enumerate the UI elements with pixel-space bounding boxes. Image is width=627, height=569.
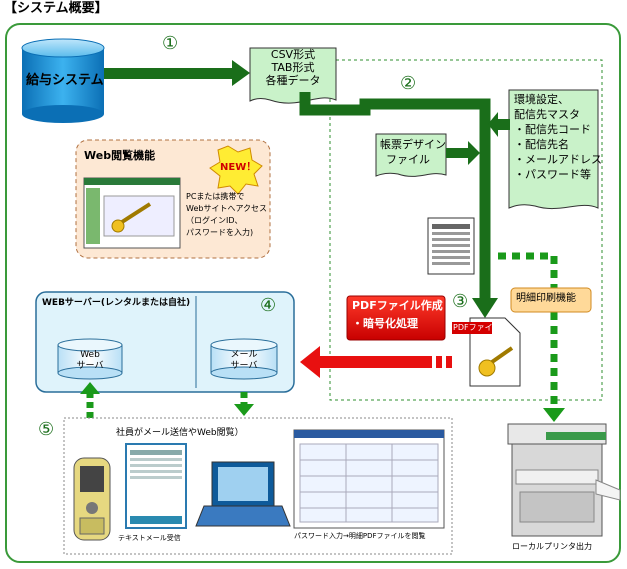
text-mail-screen — [125, 443, 187, 529]
pdf-process-line-2: ・暗号化処理 — [352, 317, 418, 330]
env-line-6: ・パスワード等 — [514, 168, 591, 181]
pdf-file-icon — [452, 317, 521, 387]
kyuyo-system-label: 給与システム — [26, 73, 104, 88]
web-note-3: （ログインID、 — [186, 216, 243, 225]
env-document — [508, 89, 599, 210]
csv-document — [249, 47, 337, 104]
env-line-1: 環境設定、 — [514, 93, 569, 106]
step-5-label: ⑤ — [38, 419, 55, 440]
step-3-label: ③ — [452, 291, 469, 312]
web-note-2: Webサイトへアクセス — [186, 204, 268, 213]
kyuyo-cylinder — [21, 38, 105, 123]
web-server-label-1: Web — [80, 350, 100, 360]
mobile-phone-icon — [73, 457, 111, 541]
web-server-cylinder — [57, 338, 123, 380]
web-screen-thumbnail — [83, 177, 181, 249]
pdf-process-box — [346, 295, 446, 341]
step-1-label: ① — [162, 33, 179, 54]
web-view-title: Web閲覧機能 — [84, 149, 156, 162]
new-badge — [209, 145, 263, 195]
form-label-2: ファイル — [386, 153, 430, 166]
printer-icon — [507, 423, 621, 537]
mail-server-label-2: サーバ — [230, 361, 258, 371]
print-function-label: 明細印刷機能 — [516, 293, 576, 304]
pdf-file-label: PDFファイル — [453, 323, 501, 332]
new-badge-label: NEW！ — [220, 162, 257, 173]
pdf-viewer-screen — [293, 429, 445, 529]
csv-label-1: CSV形式 — [270, 48, 316, 61]
csv-label-2: TAB形式 — [271, 61, 315, 74]
laptop-icon — [195, 461, 291, 527]
web-server-label-2: サーバ — [76, 361, 104, 371]
csv-label-3: 各種データ — [265, 74, 321, 87]
form-label-1: 帳票デザイン — [380, 138, 446, 151]
web-note-4: パスワードを入力) — [186, 228, 254, 237]
env-line-5: ・メールアドレス — [514, 153, 602, 166]
mail-server-cylinder — [210, 338, 278, 380]
step-4-label: ④ — [260, 295, 277, 316]
form-document — [375, 133, 447, 177]
page-title: 【システム概要】 — [4, 1, 108, 16]
server-box-title: WEBサーバー(レンタルまたは自社) — [42, 298, 191, 308]
env-line-4: ・配信先名 — [514, 138, 569, 151]
pdf-process-line-1: PDFファイル作成 — [352, 299, 443, 312]
outer-frame — [5, 23, 621, 563]
step-2-label: ② — [400, 73, 417, 94]
employee-area — [63, 417, 453, 555]
env-line-2: 配信先マスタ — [514, 108, 580, 121]
mail-server-label-1: メール — [230, 350, 258, 360]
env-line-3: ・配信先コード — [514, 123, 591, 136]
text-mail-label: テキストメール受信 — [118, 534, 181, 542]
print-function-box — [510, 287, 592, 313]
web-note-1: PCまたは携帯で — [186, 192, 245, 201]
local-print-label: ローカルプリンタ出力 — [512, 542, 592, 551]
form-thumbnail-icon — [427, 217, 475, 275]
pdf-view-label: パスワード入力→明細PDFファイルを閲覧 — [294, 532, 426, 540]
employee-label: 社員がメール送信やWeb閲覧） — [116, 428, 244, 438]
